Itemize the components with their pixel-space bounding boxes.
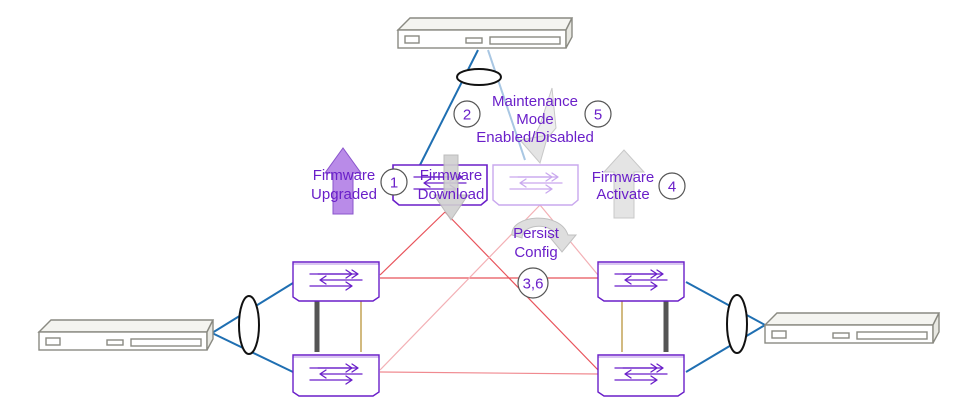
firmware-download-arrow — [433, 154, 469, 221]
switch-maintenance — [492, 164, 579, 206]
svg-text:1: 1 — [390, 175, 398, 192]
uplinks — [211, 49, 766, 373]
step-4-badge: 4 — [658, 172, 686, 200]
server-top — [396, 17, 574, 49]
mesh-link — [379, 371, 599, 375]
svg-text:Mode: Mode — [516, 111, 554, 128]
lag-ellipse-left — [238, 295, 260, 355]
svg-text:Firmware: Firmware — [313, 167, 376, 184]
step-1-badge: 1 — [380, 168, 408, 196]
maintenance-mode-arrowhead — [519, 134, 549, 165]
switch-right-top — [597, 261, 685, 302]
firmware-activate-label: Firmware Activate — [592, 169, 655, 203]
step-2-badge: 2 — [453, 100, 481, 128]
firmware-upgraded-arrow — [324, 147, 362, 215]
uplink — [685, 281, 766, 326]
server-right — [763, 312, 941, 344]
mesh-link — [379, 211, 446, 276]
lag-ellipse-top — [456, 68, 502, 86]
svg-text:4: 4 — [668, 179, 676, 196]
uplink — [685, 324, 766, 373]
mesh-links — [379, 204, 601, 375]
maintenance-mode-label: Maintenance Mode Enabled/Disabled — [476, 93, 594, 146]
step-5-badge: 5 — [584, 100, 612, 128]
svg-text:Activate: Activate — [596, 186, 649, 203]
switch-left-top — [292, 261, 380, 302]
persist-config-arrow — [511, 217, 578, 253]
svg-text:Firmware: Firmware — [592, 169, 655, 186]
stack-links — [314, 300, 669, 352]
server-left — [37, 319, 215, 351]
svg-text:3,6: 3,6 — [523, 276, 544, 293]
svg-text:Maintenance: Maintenance — [492, 93, 578, 110]
lag-ellipse-right — [726, 294, 748, 354]
svg-text:Config: Config — [514, 244, 557, 261]
switch-right-bottom — [597, 354, 685, 397]
svg-text:5: 5 — [594, 107, 602, 124]
firmware-upgraded-label: Firmware Upgraded — [311, 167, 377, 203]
step-3-6-badge: 3,6 — [517, 267, 549, 299]
firmware-download-label: Firmware Download — [418, 167, 485, 203]
svg-text:Enabled/Disabled: Enabled/Disabled — [476, 129, 594, 146]
svg-text:Download: Download — [418, 186, 485, 203]
svg-text:Upgraded: Upgraded — [311, 186, 377, 203]
firmware-activate-arrow — [602, 149, 646, 219]
svg-text:Firmware: Firmware — [420, 167, 483, 184]
switch-left-bottom — [292, 354, 380, 397]
persist-config-label: Persist Config — [513, 225, 560, 261]
svg-text:2: 2 — [463, 107, 471, 124]
uplink-faded — [487, 49, 526, 161]
svg-text:Persist: Persist — [513, 225, 560, 242]
